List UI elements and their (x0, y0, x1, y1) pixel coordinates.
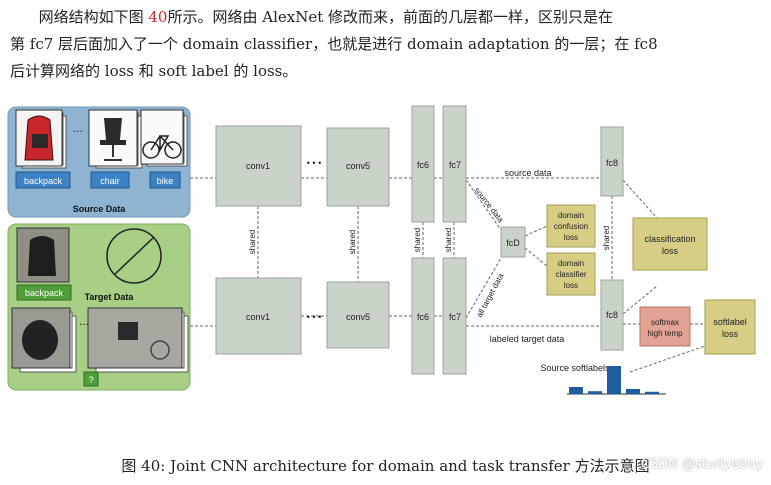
flow-label-source-data-diag: source data (472, 186, 505, 225)
conv1-top-label: conv1 (246, 161, 270, 171)
conv1-bottom-label: conv1 (246, 312, 270, 322)
source-label-backpack: backpack (24, 176, 63, 186)
fc6-top-label: fc6 (417, 160, 429, 170)
source-softlabels-label: Source softlabels (540, 363, 610, 373)
fc7-bottom-label: fc7 (449, 312, 461, 322)
target-ellipsis: ... (79, 314, 89, 328)
figure-ref-link[interactable]: 40 (148, 8, 168, 26)
target-label-backpack: backpack (25, 288, 64, 298)
softmax-line2: high temp (647, 329, 683, 338)
softlabel-bar (626, 388, 640, 394)
figure-caption: 图 40: Joint CNN architecture for domain … (121, 457, 650, 475)
paragraph-line-3: 后计算网络的 loss 和 soft label 的 loss。 (10, 62, 298, 80)
domain-confusion-loss-line2: confusion (554, 222, 588, 231)
classification-loss-line2: loss (662, 246, 679, 256)
shared-label-fc7: shared (444, 228, 453, 252)
source-label-chair: chair (100, 176, 120, 186)
paragraph-line-2: 第 fc7 层后面加入了一个 domain classifier，也就是进行 d… (10, 35, 658, 53)
intro-paragraph: 网络结构如下图 40所示。网络由 AlexNet 修改而来，前面的几层都一样，区… (10, 4, 765, 85)
source-label-bike: bike (157, 176, 174, 186)
paragraph-line-1: 网络结构如下图 40所示。网络由 AlexNet 修改而来，前面的几层都一样，区… (38, 8, 614, 26)
domain-classifier-loss-line3: loss (564, 281, 578, 290)
shared-label-fc8: shared (602, 226, 611, 250)
domain-classifier-loss-line2: classifier (555, 270, 586, 279)
conv5-bottom-label: conv5 (346, 312, 370, 322)
domain-classifier-loss-line1: domain (558, 259, 584, 268)
fc6-bottom-label: fc6 (417, 312, 429, 322)
shared-label-conv1: shared (248, 230, 257, 254)
softlabel-bar (588, 391, 602, 394)
domain-confusion-loss-line3: loss (564, 233, 578, 242)
softlabel-bar (607, 366, 621, 394)
fc8-bottom-label: fc8 (606, 310, 618, 320)
source-data-panel: ... backpack chair bike Source Data (7, 106, 191, 218)
shared-label-conv5: shared (348, 230, 357, 254)
fc7-top-label: fc7 (449, 160, 461, 170)
target-data-panel: backpack Target Data ... ? (7, 223, 191, 391)
watermark: CSDN @studyeboy (640, 457, 763, 472)
softlabel-bar-chart (569, 366, 659, 394)
softlabel-loss-line2: loss (722, 329, 739, 339)
dots-top: • • • (307, 158, 321, 168)
target-unknown-label: ? (88, 375, 93, 385)
source-data-title: Source Data (73, 204, 127, 214)
flow-label-source-data: source data (504, 168, 551, 178)
classification-loss-line1: classification (644, 234, 695, 244)
flow-label-labeled-target: labeled target data (490, 334, 565, 344)
fcD-label: fcD (506, 238, 520, 248)
dots-bottom: • • • (307, 312, 321, 322)
domain-confusion-loss-line1: domain (558, 211, 584, 220)
fc8-top-label: fc8 (606, 158, 618, 168)
target-data-title: Target Data (85, 292, 135, 302)
softlabel-bar (569, 387, 583, 394)
conv5-top-label: conv5 (346, 161, 370, 171)
softlabel-bar (645, 391, 659, 394)
softlabel-loss-line1: softlabel (713, 317, 747, 327)
shared-label-fc6: shared (413, 228, 422, 252)
softmax-line1: softmax (651, 318, 679, 327)
source-ellipsis: ... (73, 121, 83, 135)
unlabeled-circle-icon (106, 228, 162, 284)
